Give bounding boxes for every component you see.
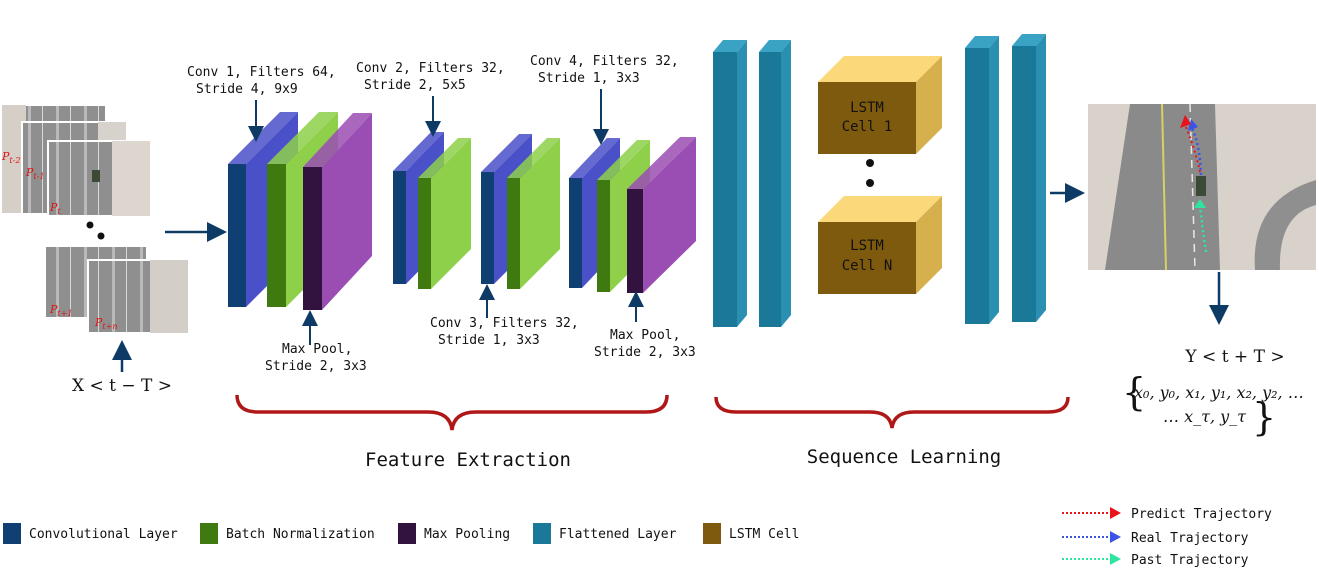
batchnorm2-block <box>418 138 471 289</box>
frame-label-t-1: Pt-1 <box>25 166 44 181</box>
trajectory-label: Real Trajectory <box>1131 531 1249 546</box>
legend-item-1: Batch Normalization <box>200 523 375 544</box>
lstm-celln-label-line1: LSTM <box>850 238 884 254</box>
pool2-label-line1: Max Pool, <box>610 328 680 343</box>
trajectory-legend-item-1: Real Trajectory <box>1062 531 1249 546</box>
layer-legend: Convolutional Layer Batch Normalization Ma… <box>3 523 799 544</box>
pool2-label-line2: Stride 2, 3x3 <box>594 345 696 360</box>
lstm-celln <box>818 222 916 294</box>
legend-label: Batch Normalization <box>226 527 375 542</box>
legend-label: Flattened Layer <box>559 527 677 542</box>
input-frames: Pt-2 Pt-1 Pt Pt+1 Pt+n X < t − T > <box>1 104 189 396</box>
frame-label-t+n: Pt+n <box>94 316 117 331</box>
trajectory-legend-item-2: Past Trajectory <box>1062 553 1249 568</box>
trajectory-label: Predict Trajectory <box>1131 507 1272 522</box>
frame-label-t+1: Pt+1 <box>49 303 72 318</box>
maxpool2-block <box>627 137 696 293</box>
conv3-label-line1: Conv 3, Filters 32, <box>430 316 579 331</box>
flattened-layers <box>713 34 1046 327</box>
flattened-layer-1 <box>713 40 747 327</box>
frame-label-t-2: Pt-2 <box>1 150 20 165</box>
legend-item-2: Max Pooling <box>398 523 510 544</box>
legend-swatch <box>703 523 721 544</box>
lstm-cell1-label-line1: LSTM <box>850 100 884 116</box>
legend-item-4: LSTM Cell <box>703 523 799 544</box>
input-caption: X < t − T > <box>72 376 172 396</box>
lstm-cell1-label-line2: Cell 1 <box>842 119 893 135</box>
output-coordinates-line2: … x_τ, y_τ <box>1163 407 1247 426</box>
flattened-layer-4 <box>1012 34 1046 322</box>
trajectory-label: Past Trajectory <box>1131 553 1249 568</box>
maxpool1-block <box>303 113 372 310</box>
trajectory-arrowhead <box>1110 553 1121 565</box>
conv4-label-line2: Stride 1, 3x3 <box>538 71 640 86</box>
lstm-celln-side <box>916 196 942 294</box>
legend-label: Convolutional Layer <box>29 527 178 542</box>
legend-item-0: Convolutional Layer <box>3 523 178 544</box>
output-image <box>1088 103 1316 271</box>
legend-swatch <box>3 523 21 544</box>
frame-label-t: Pt <box>49 201 61 216</box>
ellipsis-dot <box>86 221 94 229</box>
legend-label: Max Pooling <box>424 527 510 542</box>
lstm-cell1-side <box>916 56 942 154</box>
lstm-cell1 <box>818 82 916 154</box>
trajectory-arrowhead <box>1110 531 1121 543</box>
legend-item-3: Flattened Layer <box>533 523 677 544</box>
feature-extraction-brace <box>235 394 669 431</box>
brace-close: } <box>1252 395 1276 439</box>
ellipsis-dot <box>97 232 105 240</box>
batchnorm3-block <box>507 138 560 289</box>
conv3-label-line2: Stride 1, 3x3 <box>438 333 540 348</box>
trajectory-legend-item-0: Predict Trajectory <box>1062 507 1272 522</box>
feature-extraction-label: Feature Extraction <box>365 449 571 471</box>
legend-swatch <box>533 523 551 544</box>
pool1-label-line2: Stride 2, 3x3 <box>265 359 367 374</box>
flattened-layer-3 <box>965 36 999 324</box>
trajectory-arrowhead <box>1110 507 1121 519</box>
legend-label: LSTM Cell <box>729 527 799 542</box>
output-coordinates-line1: x₀, y₀, x₁, y₁, x₂, y₂, … <box>1134 383 1304 402</box>
sequence-learning-brace <box>714 396 1070 429</box>
conv1-label-line1: Conv 1, Filters 64, <box>187 65 336 80</box>
brace-open: { <box>1122 370 1146 414</box>
conv4-label-line1: Conv 4, Filters 32, <box>530 54 679 69</box>
conv2-label-line2: Stride 2, 5x5 <box>364 78 466 93</box>
sequence-learning-label: Sequence Learning <box>807 446 1001 468</box>
lstm-cell1-top <box>818 56 942 82</box>
feature-extraction-blocks <box>228 112 696 310</box>
output-formula: Y < t + T > { x₀, y₀, x₁, y₁, x₂, y₂, … … <box>1122 347 1304 439</box>
legend-swatch <box>398 523 416 544</box>
layer-annotations: Conv 1, Filters 64, Stride 4, 9x9 Conv 2… <box>187 54 696 374</box>
conv2-label-line1: Conv 2, Filters 32, <box>356 61 505 76</box>
ellipsis-dot <box>866 179 874 187</box>
lstm-celln-label-line2: Cell N <box>842 258 893 274</box>
legend-swatch <box>200 523 218 544</box>
lstm-cells: LSTM Cell 1 LSTM Cell N <box>818 56 942 294</box>
lstm-celln-top <box>818 196 942 222</box>
pool1-label-line1: Max Pool, <box>282 342 352 357</box>
conv1-label-line2: Stride 4, 9x9 <box>196 82 298 97</box>
ellipsis-dot <box>866 159 874 167</box>
flattened-layer-2 <box>759 40 791 327</box>
output-title: Y < t + T > <box>1184 347 1284 367</box>
